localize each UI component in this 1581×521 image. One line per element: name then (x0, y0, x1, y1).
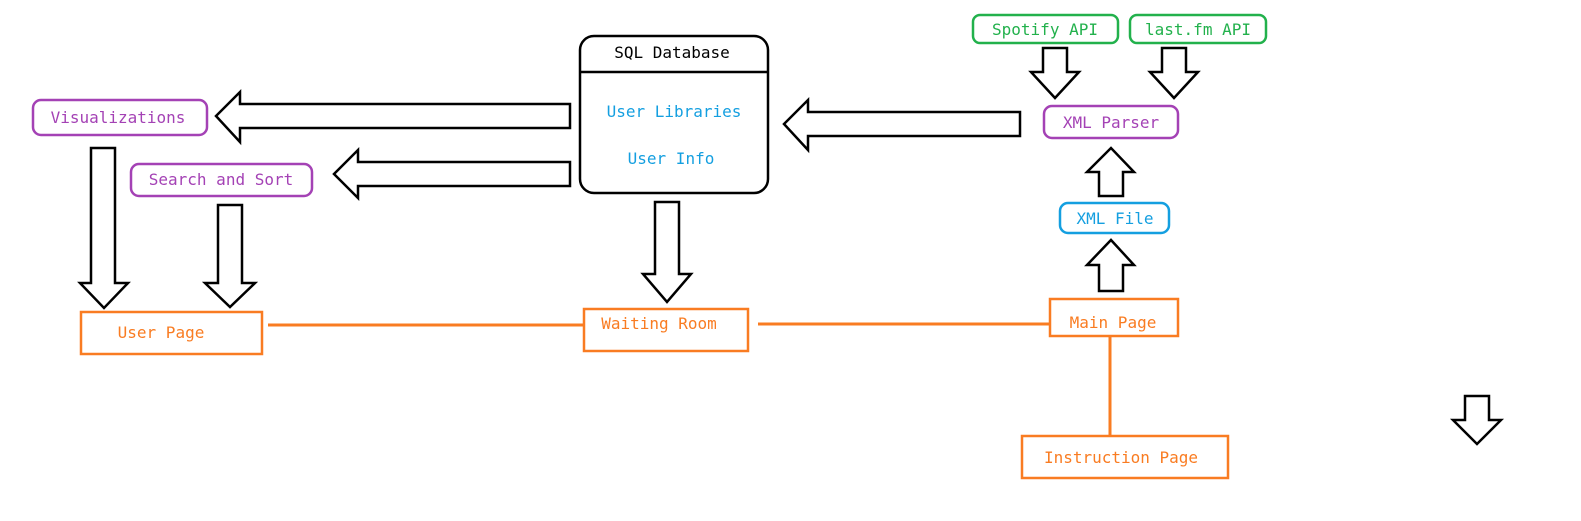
database-item-user-info: User Info (628, 149, 715, 168)
arrows (77, 46, 1505, 446)
database-item-user-libraries: User Libraries (607, 102, 742, 121)
arrow-down-visualizations-to-userpage (77, 146, 131, 310)
user-page-label: User Page (118, 323, 205, 342)
arrow-down-search-to-userpage (201, 203, 259, 309)
waiting-room-node: Waiting Room (582, 307, 750, 353)
visualizations-node: Visualizations (31, 98, 209, 137)
xml-parser-label: XML Parser (1063, 113, 1160, 132)
waiting-room-label: Waiting Room (601, 314, 717, 333)
arrow-left-parser-to-db (782, 96, 1022, 154)
arrow-up-xmlfile-to-parser (1083, 146, 1137, 198)
xml-parser-node: XML Parser (1042, 104, 1180, 140)
arrow-down-db-to-waiting (640, 200, 694, 304)
arrow-left-db-to-search (332, 146, 572, 202)
search-sort-label: Search and Sort (149, 170, 294, 189)
arrow-down-spotify-to-parser (1028, 46, 1082, 100)
arrow-down-lastfm-to-parser (1147, 46, 1201, 100)
user-page-node: User Page (79, 310, 264, 356)
search-sort-node: Search and Sort (129, 162, 314, 198)
spotify-api-label: Spotify API (992, 20, 1098, 39)
arrow-down-stray (1449, 394, 1505, 446)
xml-file-node: XML File (1058, 201, 1171, 235)
main-page-node: Main Page (1048, 297, 1180, 338)
arrow-left-db-to-visualizations (214, 88, 572, 146)
lastfm-api-node: last.fm API (1128, 13, 1268, 45)
main-page-label: Main Page (1070, 313, 1157, 332)
spotify-api-node: Spotify API (971, 13, 1120, 45)
page-connectors (268, 322, 1112, 436)
database-title: SQL Database (614, 43, 730, 62)
arrow-up-main-to-xmlfile (1084, 238, 1137, 293)
lastfm-api-label: last.fm API (1145, 20, 1251, 39)
instruction-page-node: Instruction Page (1020, 434, 1230, 480)
xml-file-label: XML File (1076, 209, 1153, 228)
sql-database-box: SQL Database User Libraries User Info (578, 34, 770, 195)
instruction-page-label: Instruction Page (1044, 448, 1198, 467)
visualizations-label: Visualizations (51, 108, 186, 127)
